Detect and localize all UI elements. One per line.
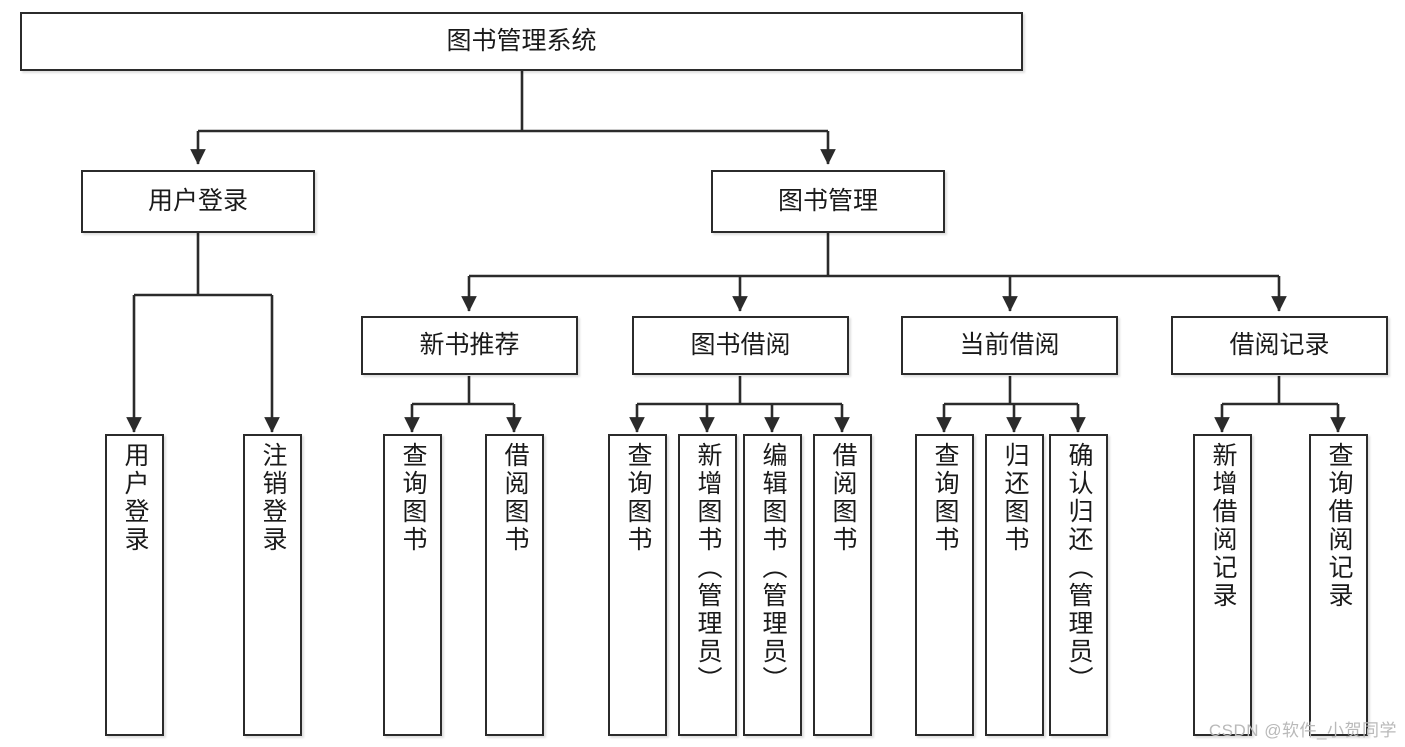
node-book-borrow[interactable]: 图书借阅 bbox=[632, 316, 849, 375]
node-root-system[interactable]: 图书管理系统 bbox=[20, 12, 1023, 71]
node-book-management[interactable]: 图书管理 bbox=[711, 170, 945, 233]
leaf-current-borrow-query[interactable]: 查询图书 bbox=[915, 434, 974, 736]
leaf-book-borrow-query[interactable]: 查询图书 bbox=[608, 434, 667, 736]
node-borrow-record[interactable]: 借阅记录 bbox=[1171, 316, 1388, 375]
node-label: 新增图书（管理员） bbox=[694, 442, 722, 694]
leaf-borrow-record-add[interactable]: 新增借阅记录 bbox=[1193, 434, 1252, 736]
node-label: 图书借阅 bbox=[690, 330, 791, 359]
leaf-current-borrow-confirm[interactable]: 确认归还（管理员） bbox=[1049, 434, 1108, 736]
node-label: 确认归还（管理员） bbox=[1065, 442, 1093, 694]
node-label: 新书推荐 bbox=[419, 330, 520, 359]
node-label: 注销登录 bbox=[259, 442, 287, 554]
node-new-book-recommend[interactable]: 新书推荐 bbox=[361, 316, 578, 375]
leaf-book-borrow-edit[interactable]: 编辑图书（管理员） bbox=[743, 434, 802, 736]
node-label: 借阅图书 bbox=[501, 442, 529, 554]
leaf-user-login-signin[interactable]: 用户登录 bbox=[105, 434, 164, 736]
leaf-new-book-borrow[interactable]: 借阅图书 bbox=[485, 434, 544, 736]
node-label: 用户登录 bbox=[147, 186, 248, 215]
node-label: 新增借阅记录 bbox=[1209, 442, 1237, 610]
node-user-login[interactable]: 用户登录 bbox=[81, 170, 315, 233]
leaf-current-borrow-return[interactable]: 归还图书 bbox=[985, 434, 1044, 736]
node-label: 查询图书 bbox=[399, 442, 427, 554]
leaf-borrow-record-query[interactable]: 查询借阅记录 bbox=[1309, 434, 1368, 736]
node-label: 借阅图书 bbox=[829, 442, 857, 554]
node-label: 查询图书 bbox=[931, 442, 959, 554]
leaf-user-login-signout[interactable]: 注销登录 bbox=[243, 434, 302, 736]
node-label: 用户登录 bbox=[121, 442, 149, 554]
node-label: 归还图书 bbox=[1001, 442, 1029, 554]
leaf-book-borrow-lend[interactable]: 借阅图书 bbox=[813, 434, 872, 736]
node-label: 当前借阅 bbox=[959, 330, 1060, 359]
node-label: 查询图书 bbox=[624, 442, 652, 554]
node-label: 图书管理 bbox=[777, 186, 878, 215]
node-label: 编辑图书（管理员） bbox=[759, 442, 787, 694]
node-label: 借阅记录 bbox=[1229, 330, 1330, 359]
node-current-borrow[interactable]: 当前借阅 bbox=[901, 316, 1118, 375]
leaf-new-book-query[interactable]: 查询图书 bbox=[383, 434, 442, 736]
leaf-book-borrow-add[interactable]: 新增图书（管理员） bbox=[678, 434, 737, 736]
node-label: 查询借阅记录 bbox=[1325, 442, 1353, 610]
node-label: 图书管理系统 bbox=[446, 26, 597, 55]
